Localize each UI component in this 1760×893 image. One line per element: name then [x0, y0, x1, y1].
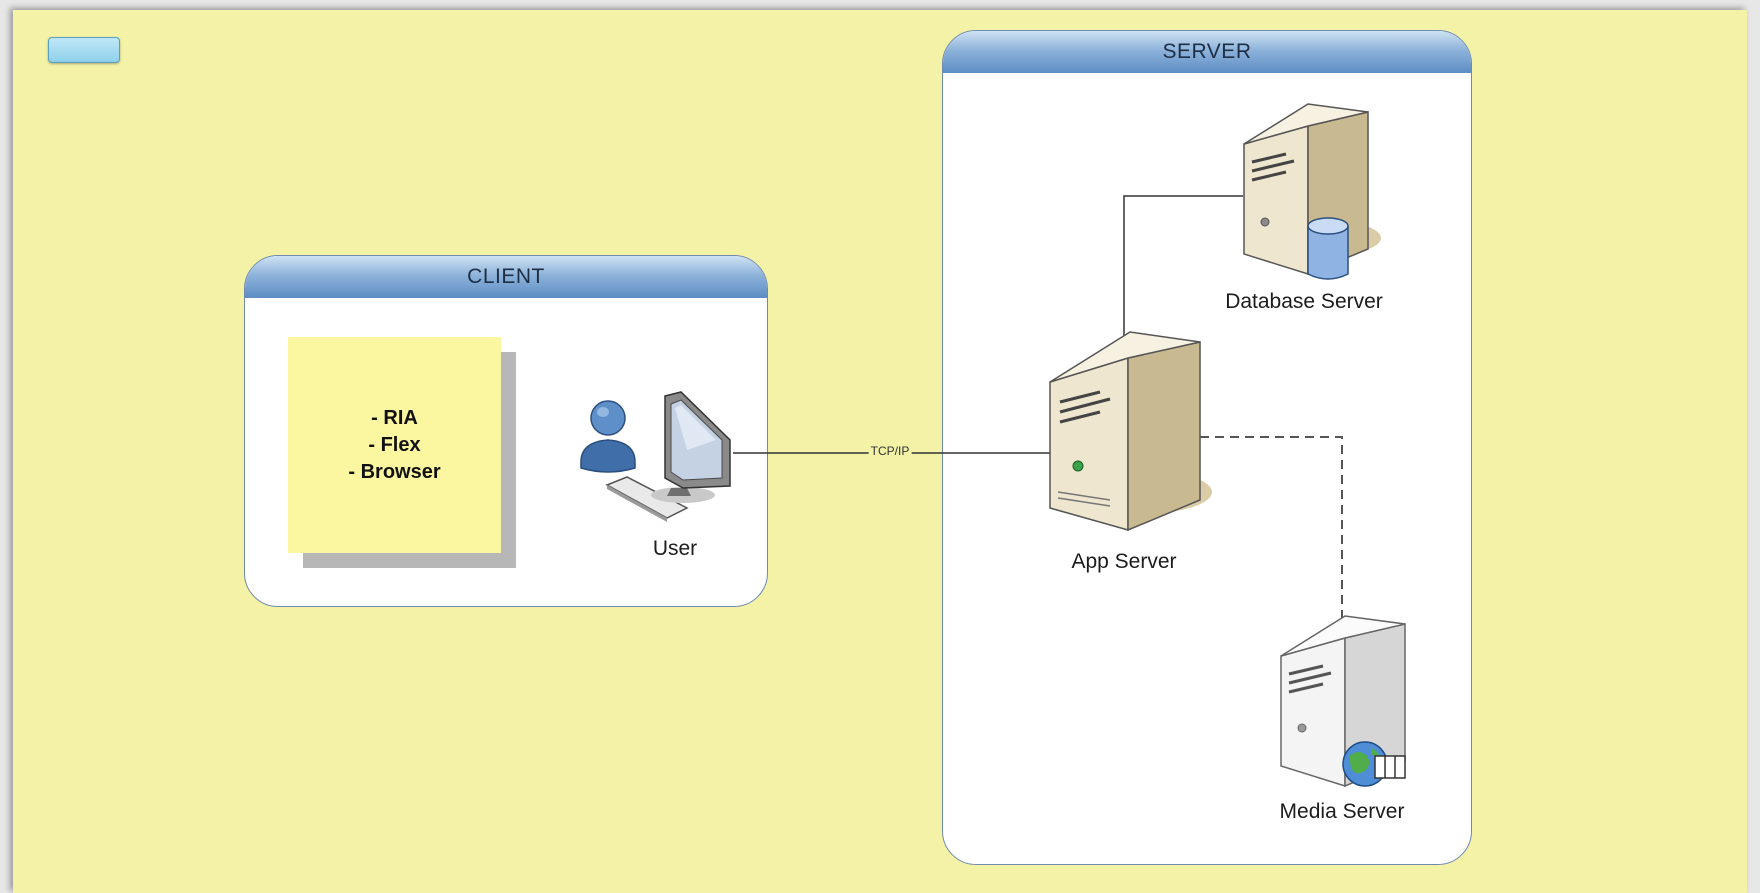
note-line-browser: - Browser	[348, 460, 441, 483]
app-server-node	[1049, 331, 1212, 532]
film-reel-icon	[1374, 755, 1406, 779]
corner-tab-button[interactable]	[48, 37, 120, 63]
person-icon	[580, 400, 636, 473]
media-connector	[1200, 436, 1343, 628]
user-label: User	[652, 537, 698, 560]
media-server-node	[1280, 615, 1406, 788]
monitor-icon	[651, 391, 731, 503]
tcpip-label: TCP/IP	[868, 444, 912, 458]
client-header: CLIENT	[245, 256, 767, 298]
database-cylinder-icon	[1307, 217, 1349, 280]
keyboard-icon	[605, 476, 689, 522]
note-line-ria: - RIA	[371, 406, 418, 429]
server-tower-icon	[1049, 331, 1212, 532]
media-server-label: Media Server	[1279, 800, 1405, 823]
client-tech-note: - RIA - Flex - Browser	[288, 337, 501, 553]
database-server-node	[1243, 103, 1381, 280]
server-header: SERVER	[943, 31, 1471, 73]
db-connector	[1123, 195, 1243, 340]
user-workstation	[580, 391, 731, 522]
note-line-flex: - Flex	[368, 433, 421, 456]
app-server-label: App Server	[1071, 550, 1177, 573]
database-server-label: Database Server	[1225, 290, 1383, 313]
